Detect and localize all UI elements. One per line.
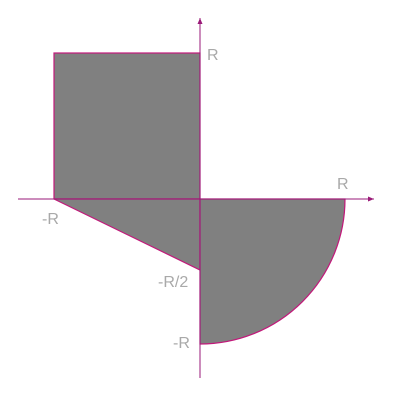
label-x-positive: R (337, 176, 349, 193)
region-square (53, 52, 201, 200)
label-x-negative: -R (42, 211, 59, 228)
y-axis-arrow-icon (197, 18, 203, 24)
region-triangle (53, 198, 201, 271)
label-y-negative: -R (173, 335, 190, 352)
label-y-positive: R (207, 47, 219, 64)
x-axis-arrow-icon (368, 196, 374, 202)
label-y-negative-half: -R/2 (158, 274, 188, 291)
region-quarter-circle (199, 198, 346, 345)
